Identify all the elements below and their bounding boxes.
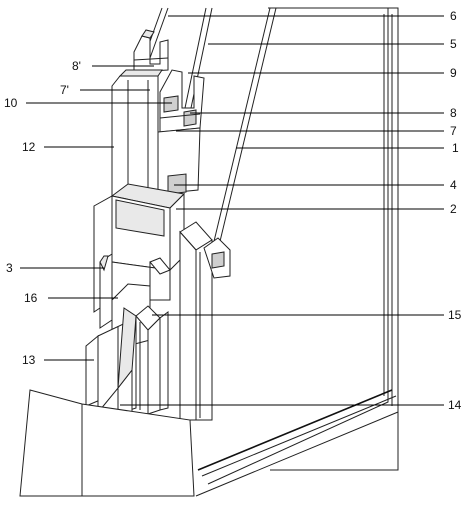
label-7: 7 <box>450 124 457 138</box>
label-5: 5 <box>450 37 457 51</box>
label-9: 9 <box>450 66 457 80</box>
label-6: 6 <box>450 9 457 23</box>
label-13: 13 <box>22 353 36 367</box>
glass-pane <box>195 7 399 497</box>
top-clip-8prime <box>133 29 169 73</box>
label-1: 1 <box>452 141 459 155</box>
leader-lines <box>20 15 444 406</box>
label-10: 10 <box>4 96 18 110</box>
block-2 <box>110 183 186 272</box>
label-8: 8 <box>450 106 457 120</box>
label-2: 2 <box>450 202 457 216</box>
profile-7 <box>157 127 201 195</box>
label-12: 12 <box>22 140 36 154</box>
label-7prime: 7' <box>60 83 69 97</box>
label-14: 14 <box>448 398 462 412</box>
label-16: 16 <box>24 291 38 305</box>
label-15: 15 <box>448 308 462 322</box>
clip-9-10-8 <box>159 69 205 133</box>
label-3: 3 <box>6 261 13 275</box>
base-foot <box>19 389 195 497</box>
side-frame <box>179 221 231 421</box>
part-labels: 6 5 8' 9 7' 10 8 7 12 1 4 2 3 16 15 13 1… <box>4 9 462 412</box>
label-4: 4 <box>450 178 457 192</box>
label-8prime: 8' <box>72 59 81 73</box>
